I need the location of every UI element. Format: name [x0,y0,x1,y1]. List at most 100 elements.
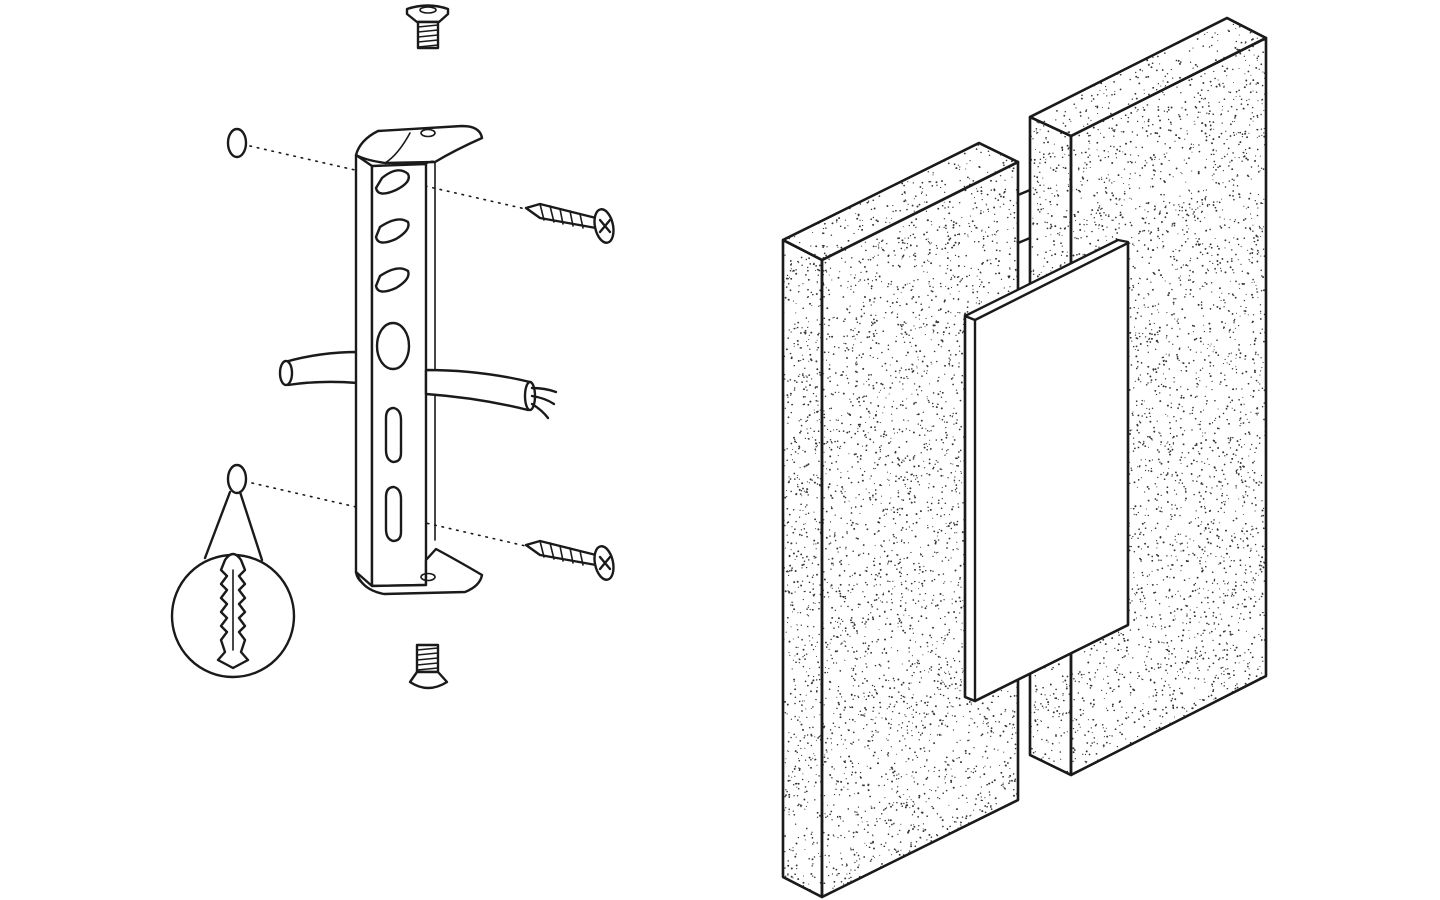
stipple-dot [1259,318,1262,320]
stipple-dot [1112,219,1114,221]
stipple-dot [1228,556,1230,558]
stipple-dot [1246,752,1248,754]
stipple-dot [1146,217,1148,219]
stipple-dot [1179,514,1181,517]
stipple-dot [1203,409,1205,411]
stipple-dot [1236,719,1239,721]
stipple-dot [1175,134,1178,137]
stipple-dot [1199,369,1202,371]
stipple-dot [1222,363,1225,365]
stipple-dot [1090,647,1093,650]
stipple-dot [1201,756,1204,758]
stipple-dot [1222,412,1225,415]
stipple-dot [1163,180,1166,182]
stipple-dot [1232,131,1235,134]
stipple-dot [1108,65,1110,67]
stipple-dot [1210,85,1212,87]
stipple-dot [1034,108,1036,111]
stipple-dot [1056,710,1059,712]
stipple-dot [1199,337,1202,340]
stipple-dot [1114,647,1116,650]
stipple-dot [1122,130,1125,133]
stipple-dot [1101,106,1103,108]
stipple-dot [1235,96,1237,98]
stipple-dot [1152,368,1155,371]
stipple-dot [1220,683,1223,685]
stipple-dot [1158,641,1160,644]
stipple-dot [1192,47,1194,49]
stipple-dot [1067,71,1070,74]
stipple-dot [1187,388,1189,391]
stipple-dot [1264,728,1266,731]
stipple-dot [1144,41,1147,44]
stipple-dot [1219,381,1222,383]
stipple-dot [1180,275,1182,277]
stipple-dot [1187,238,1189,240]
stipple-dot [1222,630,1225,633]
stipple-dot [1138,767,1141,770]
stipple-dot [1058,40,1061,43]
stipple-dot [1137,414,1140,417]
stipple-dot [1195,243,1198,246]
stipple-dot [1215,209,1218,212]
stipple-dot [1220,299,1222,302]
stipple-dot [803,834,806,837]
stipple-dot [1050,234,1052,236]
stipple-dot [1252,528,1254,530]
stipple-dot [1051,267,1054,269]
stipple-dot [1228,292,1230,295]
stipple-dot [1154,368,1157,371]
stipple-dot [1260,481,1263,484]
stipple-dot [1182,629,1185,632]
stipple-dot [1111,772,1114,775]
stipple-dot [1189,257,1192,259]
stipple-dot [1043,184,1045,186]
stipple-dot [1118,701,1121,703]
stipple-dot [1220,267,1222,269]
stipple-dot [1117,174,1120,177]
stipple-dot [1223,681,1225,683]
stipple-dot [1205,283,1208,285]
stipple-dot [1249,260,1251,262]
stipple-dot [1194,444,1197,447]
stipple-dot [1171,474,1173,476]
stipple-dot [1224,594,1227,597]
stipple-dot [1036,176,1039,179]
stipple-dot [1085,762,1087,764]
stipple-dot [1220,667,1223,669]
stipple-dot [1220,769,1222,771]
stipple-dot [1176,335,1179,338]
stipple-dot [1258,633,1260,636]
stipple-dot [1066,254,1068,257]
stipple-dot [1132,345,1135,348]
stipple-dot [1237,546,1240,549]
stipple-dot [1260,515,1263,517]
stipple-dot [1130,694,1132,696]
stipple-dot [813,543,815,545]
stipple-dot [1034,675,1036,677]
stipple-dot [1261,611,1263,613]
stipple-dot [1237,243,1240,246]
stipple-dot [1259,227,1261,229]
stipple-dot [1214,441,1217,444]
stipple-dot [1045,138,1047,140]
stipple-dot [1247,751,1250,753]
stipple-dot [1043,141,1045,144]
stipple-dot [1165,634,1167,637]
stipple-dot [1178,249,1181,252]
stipple-dot [1154,688,1157,691]
stipple-dot [1191,324,1194,327]
stipple-dot [1056,771,1059,774]
stipple-dot [1209,80,1212,83]
stipple-dot [1183,667,1185,669]
stipple-dot [1033,193,1035,196]
stipple-dot [1159,119,1161,122]
stipple-dot [1081,677,1083,679]
stipple-dot [1165,212,1168,215]
stipple-dot [1201,725,1203,728]
stipple-dot [1046,227,1049,230]
stipple-dot [1063,114,1066,117]
stipple-dot [1191,412,1194,415]
stipple-dot [1072,62,1074,64]
stipple-dot [1202,645,1204,648]
